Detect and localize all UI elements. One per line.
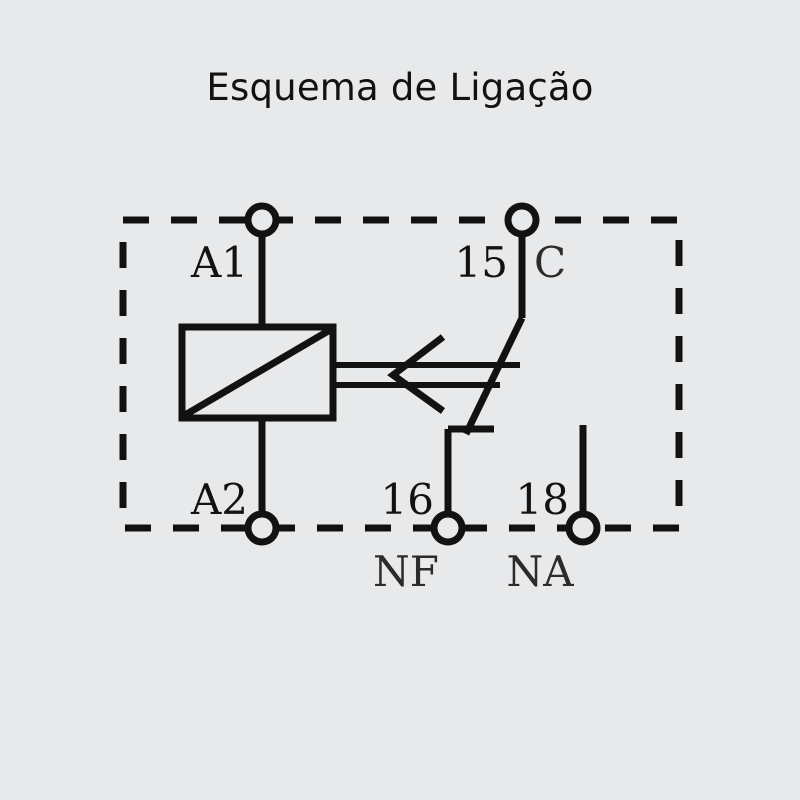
terminal-label-18: 18: [516, 475, 569, 524]
terminal-label-a2: A2: [190, 475, 248, 524]
contact-blade: [462, 316, 526, 436]
page-title: Esquema de Ligação: [206, 66, 594, 109]
terminal-label-16: 16: [381, 475, 434, 524]
relay-coil-diagonal: [183, 326, 332, 419]
relay-coil-box: [178, 323, 337, 422]
contact-type-label-na: NA: [506, 547, 574, 596]
terminal-node-16[interactable]: [430, 510, 466, 546]
terminal-node-15[interactable]: [504, 202, 540, 238]
linkage-arrowhead-icon: [387, 334, 446, 414]
terminal-label-a1: A1: [190, 238, 248, 287]
terminal-node-18[interactable]: [565, 510, 601, 546]
terminal-node-a2[interactable]: [244, 510, 280, 546]
terminal-label-common-c: C: [534, 238, 566, 287]
terminal-label-15: 15: [455, 238, 508, 287]
contact-type-label-nf: NF: [373, 547, 439, 596]
terminal-node-a1[interactable]: [244, 202, 280, 238]
